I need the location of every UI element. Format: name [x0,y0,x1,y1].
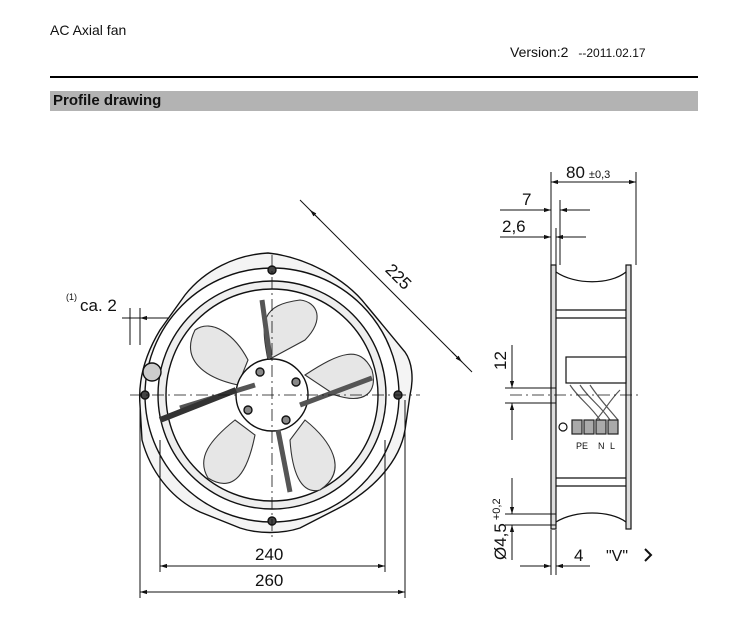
dim-hole-tolerance: +0,2 [491,498,503,520]
terminal-label-pe: PE [576,441,588,451]
terminal-label-n: N [598,441,605,451]
dim-width-240: 240 [255,545,283,564]
terminal-box [142,362,162,382]
hub-screw-4 [243,405,253,415]
side-view [510,264,640,530]
side-dimensions [500,172,637,575]
dim-hole-value: Ø4,5 [491,523,510,560]
section-title: Profile drawing [53,92,162,109]
dim-2-6: 2,6 [502,217,526,236]
capacitor [565,356,627,384]
section-header-bar: Profile drawing [50,91,698,111]
dim-diagonal-225: 225 [382,260,415,293]
fan-blades [189,299,374,492]
front-dimensions [122,199,473,598]
header-rule [50,76,698,78]
dim-depth-tolerance: ±0,3 [589,169,610,181]
side-frame-top [555,271,627,283]
view-label-v: "V" [606,548,628,565]
terminal-label-l: L [610,441,615,451]
dim-4: 4 [574,546,583,565]
view-arrow-icon [644,548,653,562]
document-title: AC Axial fan [50,22,127,38]
front-centerlines [130,255,420,540]
dim-12: 12 [491,351,510,370]
dim-hole-diameter: Ø4,5 +0,2 [491,498,510,560]
fan-struts [179,299,373,493]
version-label: Version:2 [510,44,569,60]
side-wires [569,384,621,421]
dim-note-superscript: (1) [66,292,77,302]
dim-7: 7 [522,190,531,209]
version-line: Version:2 --2011.02.17 [510,44,646,60]
hub-screw-3 [281,415,291,425]
side-frame-right-flange [625,264,632,530]
side-frame-left-flange [550,264,557,530]
ground-symbol [558,422,568,432]
dim-depth-value: 80 [566,163,585,182]
dim-depth-80: 80 ±0,3 [566,163,610,182]
hub-screw-2 [291,377,301,387]
dim-note-ca2: ca. 2 [80,296,117,315]
version-date: --2011.02.17 [578,46,646,60]
dim-width-260: 260 [255,571,283,590]
side-frame-bottom [555,512,627,523]
terminal-block [571,419,619,435]
hub-screw-1 [255,367,265,377]
front-view [130,252,420,540]
